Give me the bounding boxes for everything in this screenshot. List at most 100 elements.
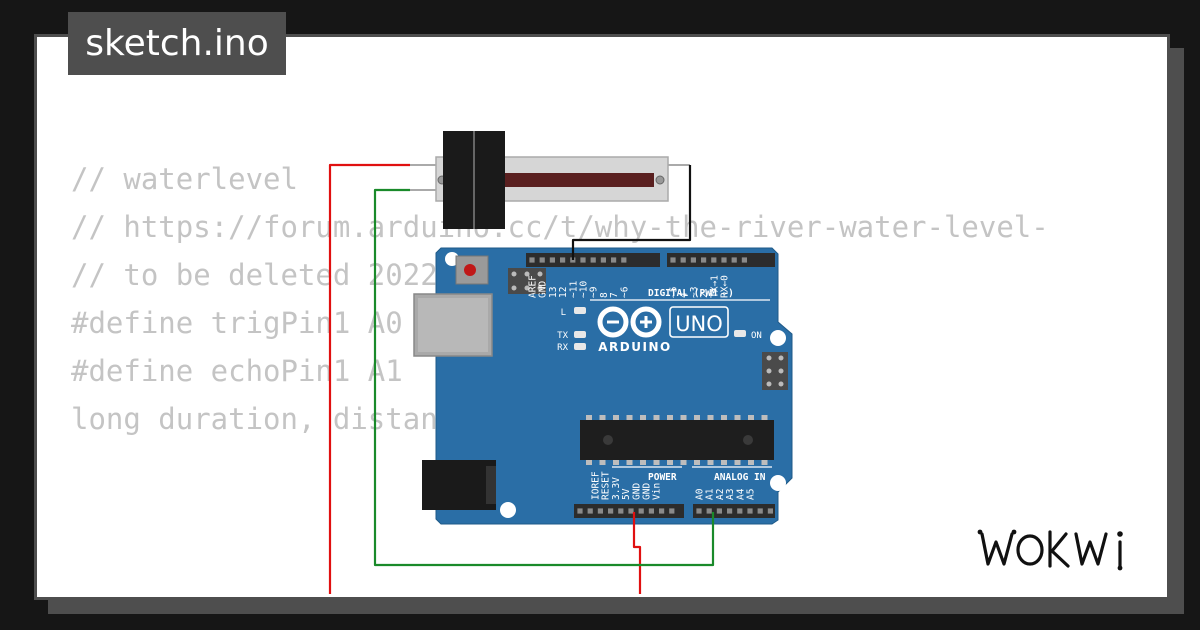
header-pin[interactable] [648, 508, 654, 514]
pin-label: A2 [715, 489, 726, 500]
pin-label: ~9 [589, 286, 600, 298]
pin-label: RX←0 [720, 275, 731, 298]
header-pin[interactable] [580, 257, 586, 263]
header-pin[interactable] [529, 257, 535, 263]
led-tx [574, 331, 586, 338]
power-header[interactable] [574, 504, 684, 518]
code-line: #define echoPin1 A1 [71, 354, 403, 388]
pin-label: 13 [548, 287, 559, 298]
header-pin[interactable] [618, 508, 624, 514]
led-on [734, 330, 746, 337]
pin-label: TX→1 [709, 275, 720, 298]
digital-header[interactable] [526, 253, 775, 267]
pin-label: GND [642, 483, 653, 500]
pin-label: AREF [528, 275, 539, 298]
header-pin[interactable] [706, 508, 712, 514]
header-pin[interactable] [608, 508, 614, 514]
header-pin[interactable] [560, 257, 566, 263]
header-pin[interactable] [621, 257, 627, 263]
pin-label: RESET [601, 471, 612, 500]
header-pin[interactable] [611, 257, 617, 263]
header-pin[interactable] [590, 257, 596, 263]
code-line: // https://forum.arduino.cc/t/why-the-ri… [71, 210, 1049, 244]
digital-label: DIGITAL (PWM ~) [648, 288, 734, 299]
header-pin[interactable] [747, 508, 753, 514]
header-pin[interactable] [669, 508, 675, 514]
pin-label: ~3 [689, 287, 700, 298]
header-pin[interactable] [628, 508, 634, 514]
wire-red-5v [632, 512, 642, 594]
analog-label: ANALOG IN [714, 472, 766, 483]
pin-label: IOREF [591, 471, 602, 500]
header-pin[interactable] [727, 508, 733, 514]
header-pin[interactable] [549, 257, 555, 263]
header-pin[interactable] [600, 257, 606, 263]
wire-red [328, 163, 410, 594]
pin-label: ~10 [579, 281, 590, 298]
header-pin[interactable] [597, 508, 603, 514]
pin-label: ~6 [619, 286, 630, 298]
reset-button[interactable] [455, 255, 489, 285]
pin-label: ~11 [568, 281, 579, 298]
led-l [574, 307, 586, 314]
usb-connector [413, 293, 493, 357]
led-rx [574, 343, 586, 350]
header-pin[interactable] [701, 257, 707, 263]
pin-label: Vin [652, 483, 663, 500]
pin-label: GND [631, 483, 642, 500]
led-label-tx: TX [557, 331, 568, 341]
pin-label: 8 [599, 292, 610, 298]
led-label-rx: RX [557, 343, 568, 353]
code-line: #define trigPin1 A0 [71, 306, 403, 340]
header-pin[interactable] [577, 508, 583, 514]
pin-label: A0 [695, 488, 706, 500]
pin-label: 4 [679, 292, 690, 298]
pin-label: 5V [621, 488, 632, 500]
header-pin[interactable] [731, 257, 737, 263]
pin-label: A1 [705, 488, 716, 500]
wokwi-logo [977, 529, 1123, 571]
header-pin[interactable] [741, 257, 747, 263]
code-line: // waterlevel [71, 162, 298, 196]
power-jack [422, 460, 496, 510]
header-pin[interactable] [670, 257, 676, 263]
header-pin[interactable] [659, 508, 665, 514]
atmega-chip [580, 415, 774, 465]
led-label-l: L [561, 308, 566, 318]
sketch-tab[interactable]: sketch.ino [68, 12, 286, 75]
code-background: // waterlevel // https://forum.arduino.cc… [71, 155, 1049, 443]
icsp-header-right [762, 352, 788, 390]
slider-knob[interactable] [443, 131, 505, 229]
pin-label: 2 [699, 292, 710, 298]
header-pin[interactable] [721, 257, 727, 263]
header-pin[interactable] [539, 257, 545, 263]
power-label: POWER [648, 472, 677, 483]
led-label-on: ON [751, 331, 762, 341]
header-pin[interactable] [716, 508, 722, 514]
pin-label: ~5 [669, 287, 680, 298]
arduino-brand-text: ARDUINO [598, 340, 671, 354]
header-pin[interactable] [767, 508, 773, 514]
pin-label: GND [538, 281, 549, 298]
slide-potentiometer[interactable] [410, 131, 690, 229]
pin-label: 12 [558, 287, 569, 298]
wire-black [571, 165, 692, 260]
pin-label: 3.3V [611, 477, 622, 500]
header-pin[interactable] [737, 508, 743, 514]
header-pin[interactable] [696, 508, 702, 514]
header-pin[interactable] [680, 257, 686, 263]
uno-model-text: UNO [675, 312, 723, 336]
header-pin[interactable] [711, 257, 717, 263]
pin-label: A5 [746, 489, 757, 500]
header-pin[interactable] [638, 508, 644, 514]
header-pin[interactable] [757, 508, 763, 514]
header-pin[interactable] [690, 257, 696, 263]
analog-header[interactable] [693, 504, 775, 518]
header-pin[interactable] [587, 508, 593, 514]
pin-label: A3 [725, 489, 736, 500]
pin-label: 7 [609, 292, 620, 298]
icsp-header-top [508, 268, 546, 294]
wire-green [373, 188, 715, 567]
